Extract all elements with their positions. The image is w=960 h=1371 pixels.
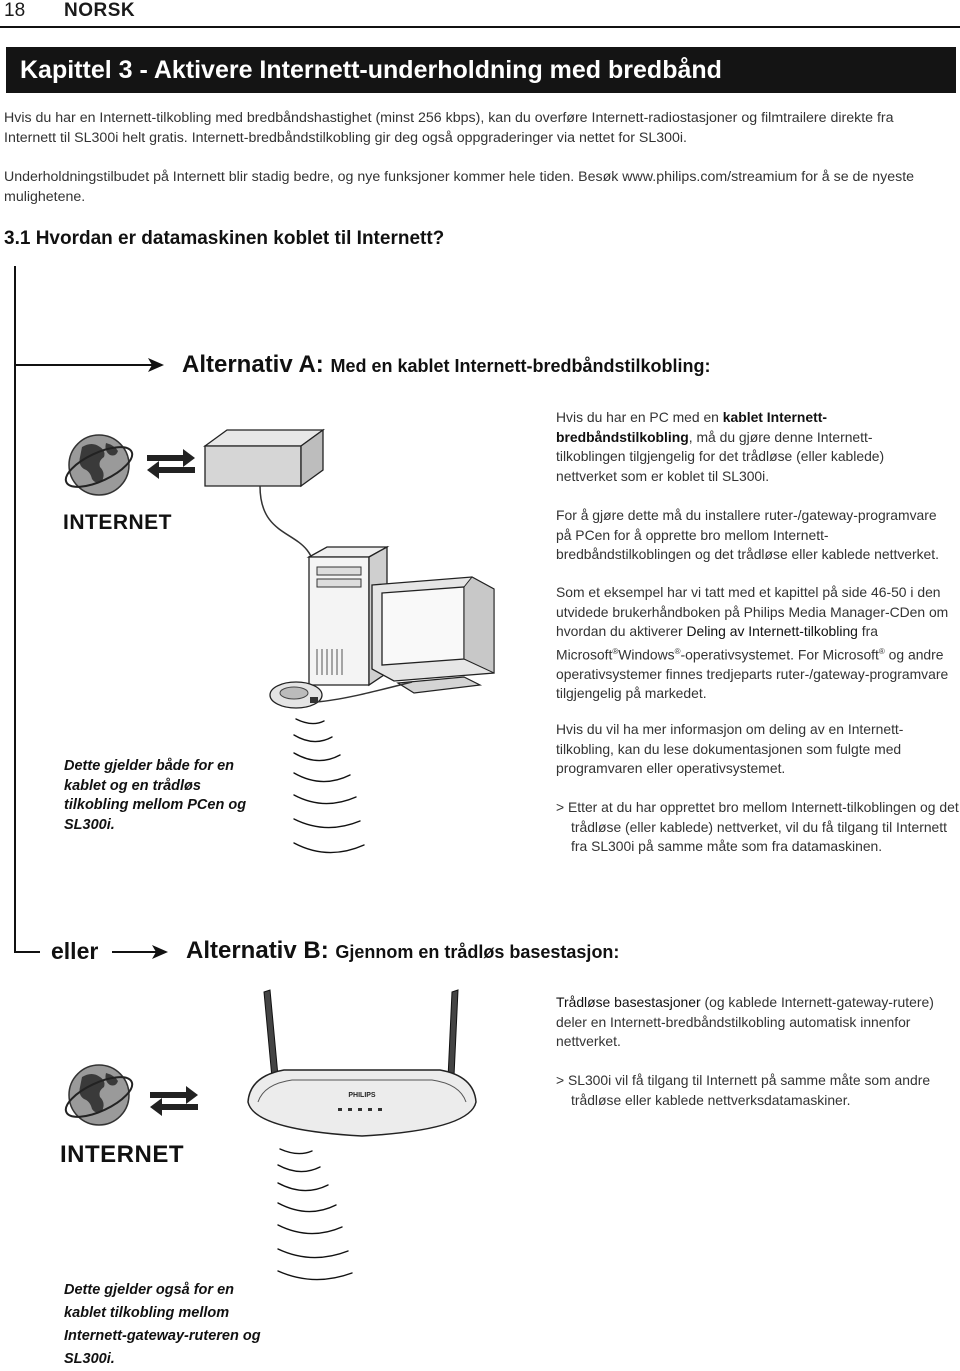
arrow-head-a xyxy=(148,358,164,372)
note-alt-a: Dette gjelder både for en kablet og en t… xyxy=(64,758,247,833)
alt-a-p1-rest: , må du gjøre denne Internett-tilkobling… xyxy=(556,428,885,484)
wireless-waves-icon xyxy=(293,718,365,854)
internet-label-b: INTERNET xyxy=(60,1141,184,1168)
alt-a-p3-rest: og andre operativsystemer finnes tredjep… xyxy=(556,646,949,702)
section-title: 3.1 Hvordan er datamaskinen koblet til I… xyxy=(4,228,445,249)
arrow-line-b xyxy=(112,951,158,953)
globe-icon xyxy=(64,434,134,496)
reg-mark: ® xyxy=(612,646,619,656)
alt-a-p1-text: Hvis du har en PC med en xyxy=(556,409,723,425)
arrow-line-a xyxy=(14,364,154,366)
adapter-cable xyxy=(315,681,413,703)
header-rule xyxy=(0,26,960,28)
alt-a-paragraph-4: Hvis du vil ha mer informasjon om deling… xyxy=(556,721,904,776)
exchange-arrows-icon xyxy=(150,1086,198,1116)
alt-a-p3-win: Windows xyxy=(618,646,675,663)
chapter-title: Kapittel 3 - Aktivere Internett-underhol… xyxy=(20,56,722,84)
ics-link-text: Deling av Internett-tilkobling xyxy=(686,623,858,639)
alt-b-p1-rest: (og kablede Internett-gateway-rutere) de… xyxy=(556,994,934,1049)
reg-mark: ® xyxy=(878,646,885,656)
language-label: NORSK xyxy=(64,0,136,21)
monitor-icon xyxy=(371,576,495,694)
alt-b-subtitle: Gjennom en trådløs basestasjon: xyxy=(335,942,620,962)
alt-a-p3-ms: fra Microsoft xyxy=(556,623,878,663)
arrow-head-b xyxy=(152,945,168,959)
reg-mark: ® xyxy=(674,646,681,656)
alt-a-p3-text: Som et eksempel har vi tatt med et kapit… xyxy=(556,584,949,639)
alt-a-paragraph-3: Som et eksempel har vi tatt med et kapit… xyxy=(556,583,960,704)
modem-icon xyxy=(203,428,325,488)
alt-b-heading: Alternativ B: Gjennom en trådløs basesta… xyxy=(186,937,619,965)
alt-a-heading: Alternativ A: Med en kablet Internett-br… xyxy=(182,351,711,379)
globe-icon xyxy=(64,1064,134,1126)
alt-b-paragraph-2: > SL300i vil få tilgang til Internett på… xyxy=(556,1072,931,1108)
alt-a-paragraph-1: Hvis du har en PC med en kablet Internet… xyxy=(556,408,901,486)
alt-b-title: Alternativ B: xyxy=(186,937,329,964)
connector-foot xyxy=(14,951,40,953)
alt-a-p3-ms2: -operativsystemet. For Microsoft xyxy=(680,646,879,663)
alt-a-paragraph-2: For å gjøre dette må du installere ruter… xyxy=(556,507,940,562)
internet-label-a: INTERNET xyxy=(63,511,172,534)
alt-a-title: Alternativ A: xyxy=(182,351,324,378)
alt-a-paragraph-5: > Etter at du har opprettet bro mellom I… xyxy=(556,799,959,854)
exchange-arrows-icon xyxy=(147,449,195,479)
or-label: eller xyxy=(51,938,99,964)
note-alt-b: Dette gjelder også for en kablet tilkobl… xyxy=(64,1282,261,1367)
router-icon: PHILIPS xyxy=(247,989,477,1137)
alt-b-paragraph-1: Trådløse basestasjoner (og kablede Inter… xyxy=(556,993,951,1052)
wireless-waves-icon xyxy=(277,1148,353,1281)
page-number: 18 xyxy=(4,0,26,21)
alt-a-p1-bold: kablet Internett-bredbåndstilkobling xyxy=(556,409,827,445)
connector-line xyxy=(14,266,16,952)
alt-b-p1-bold: Trådløse basestasjoner xyxy=(556,994,701,1010)
intro-paragraph-2: Underholdningstilbudet på Internett blir… xyxy=(4,169,915,205)
intro-paragraph-1: Hvis du har en Internett-tilkobling med … xyxy=(4,110,894,146)
wireless-adapter-icon xyxy=(269,681,323,709)
router-brand: PHILIPS xyxy=(348,1092,376,1099)
chapter-banner: Kapittel 3 - Aktivere Internett-underhol… xyxy=(6,47,956,93)
alt-a-subtitle: Med en kablet Internett-bredbåndstilkobl… xyxy=(330,356,711,376)
